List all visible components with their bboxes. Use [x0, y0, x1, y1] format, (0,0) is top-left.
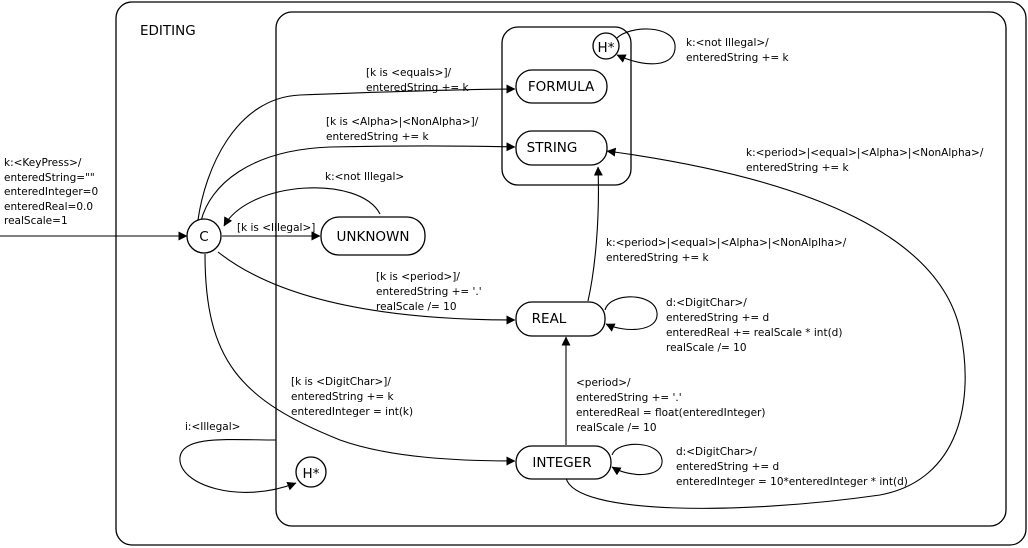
edge-integer-self: [611, 443, 663, 476]
label-to-formula: [k is <equals>]/ enteredString += k: [366, 67, 470, 94]
edge-real-self: [604, 296, 658, 332]
history-bottom-label: H*: [303, 466, 320, 482]
state-real[interactable]: REAL: [515, 301, 606, 337]
state-formula-label: FORMULA: [528, 79, 595, 95]
edge-c-real: [217, 251, 516, 325]
history-top[interactable]: H*: [592, 32, 620, 60]
edge-illegal-history: [179, 438, 297, 493]
label-to-unknown: [k is <Illegal>]: [237, 222, 315, 234]
choice-label: C: [199, 229, 208, 245]
label-integer-to-real: <period>/ enteredString += '.' enteredRe…: [576, 377, 769, 434]
state-integer-label: INTEGER: [532, 455, 591, 471]
label-unknown-back: k:<not Illegal>: [325, 171, 404, 183]
editing-state-title: EDITING: [140, 23, 196, 39]
state-integer[interactable]: INTEGER: [515, 445, 612, 480]
state-formula[interactable]: FORMULA: [515, 69, 608, 104]
label-to-real: [k is <period>]/ enteredString += '.' re…: [376, 271, 485, 313]
editing-state-box: [115, 1, 1027, 546]
edge-c-formula: [197, 84, 516, 221]
label-illegal-self: i:<Illegal>: [185, 421, 240, 433]
state-string-label: STRING: [527, 140, 578, 156]
edge-integer-string: [565, 147, 966, 509]
label-to-string: [k is <Alpha>|<NonAlpha>]/ enteredString…: [326, 116, 482, 143]
edge-real-string: [587, 166, 603, 302]
edge-c-integer: [204, 253, 516, 466]
history-bottom[interactable]: H*: [295, 456, 327, 488]
state-real-label: REAL: [532, 311, 567, 327]
state-unknown-label: UNKNOWN: [336, 229, 409, 245]
inner-region-box: [275, 11, 1007, 527]
choice-pseudostate[interactable]: C: [186, 218, 222, 254]
edge-history-self: [616, 28, 676, 65]
label-real-to-string: k:<period>|<equal>|<Alpha>|<NonAlplha>/ …: [606, 237, 850, 264]
text-group-box: [501, 26, 632, 186]
label-to-integer: [k is <DigitChar>]/ enteredString += k e…: [291, 376, 413, 418]
label-integer-to-string: k:<period>|<equal>|<Alpha>|<NonAlpha>/ e…: [746, 147, 987, 174]
label-integer-self: d:<DigitChar>/ enteredString += d entere…: [676, 446, 908, 488]
state-unknown[interactable]: UNKNOWN: [320, 216, 426, 256]
edge-unknown-c: [223, 187, 381, 227]
edge-c-string: [200, 142, 516, 222]
label-real-self: d:<DigitChar>/ enteredString += d entere…: [666, 297, 846, 354]
label-history-self: k:<not Illegal>/ enteredString += k: [686, 37, 790, 64]
state-string[interactable]: STRING: [515, 130, 608, 166]
history-top-label: H*: [598, 40, 615, 56]
label-entry: k:<KeyPress>/ enteredString="" enteredIn…: [4, 157, 102, 227]
